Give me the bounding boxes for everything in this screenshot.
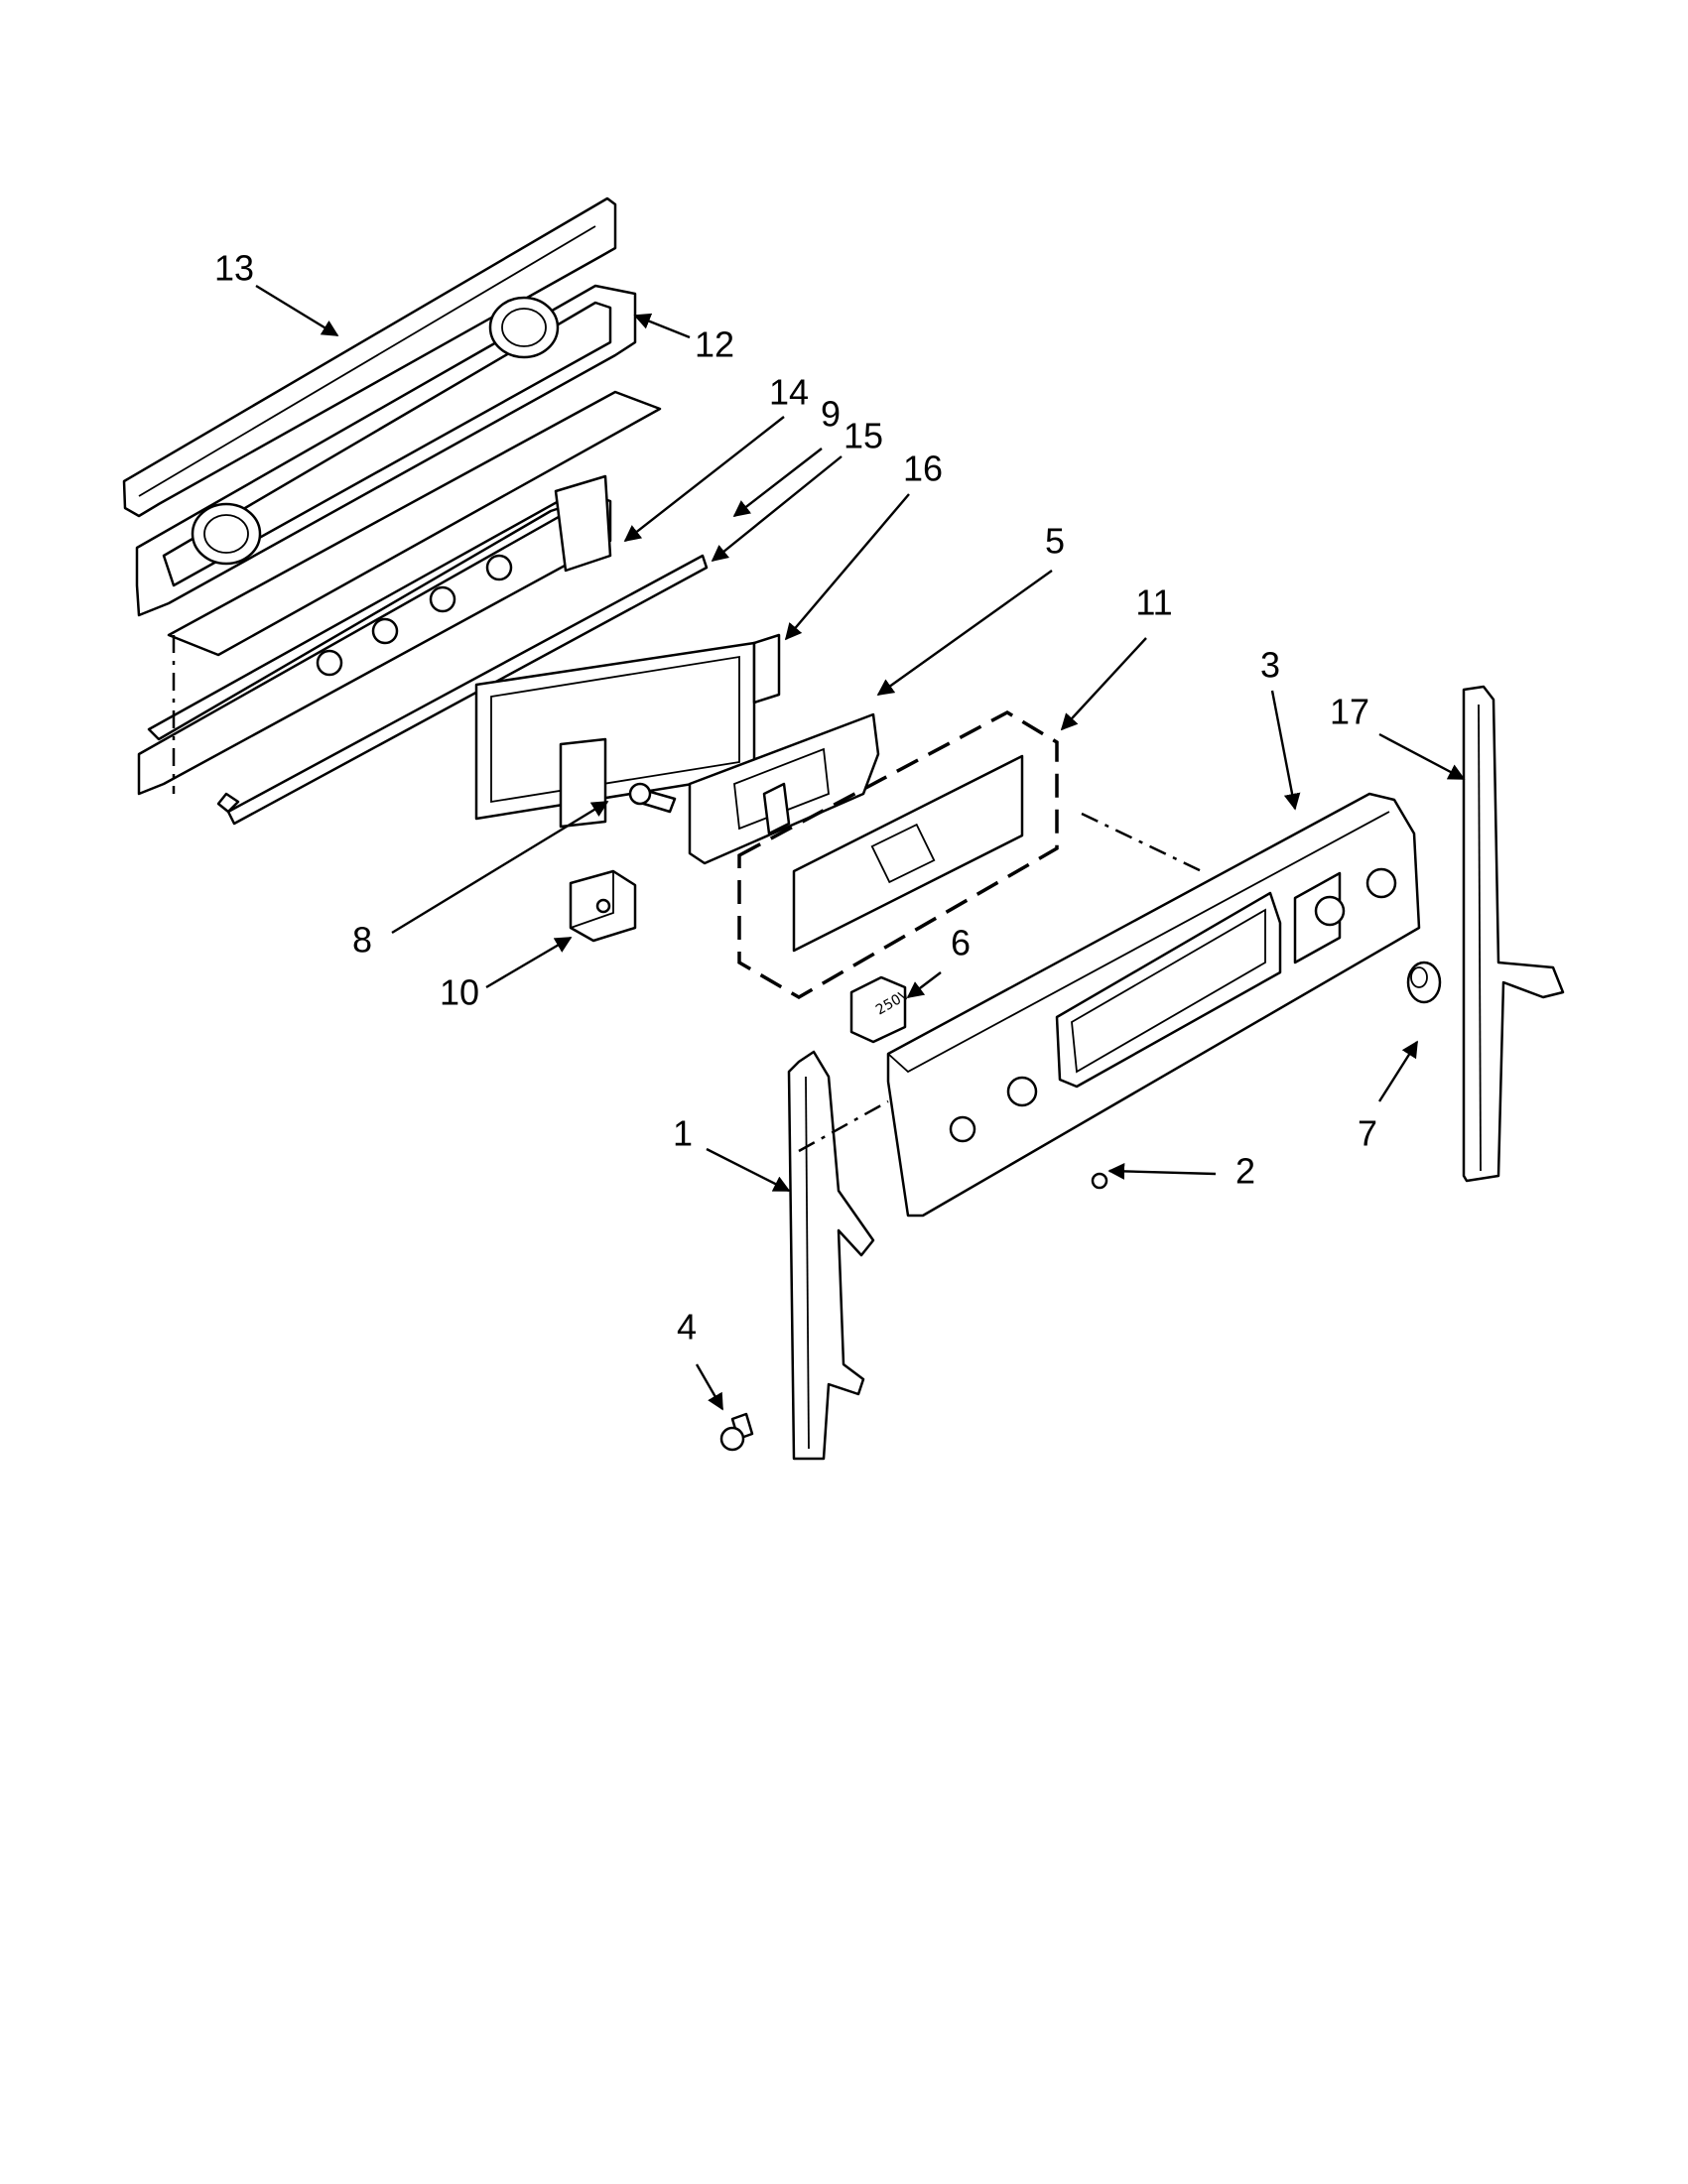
callout-10: 10 — [440, 972, 479, 1013]
leader-1 — [706, 1147, 791, 1193]
part-6-switch: 250V — [849, 975, 913, 1044]
callout-8: 8 — [352, 920, 372, 961]
leader-13 — [255, 284, 339, 337]
leader-lines — [255, 284, 1466, 1411]
alignment-lines — [172, 635, 1207, 1153]
part-15-rail — [216, 554, 709, 826]
callout-labels: 13 12 14 9 15 16 5 11 3 17 8 10 6 7 1 2 … — [214, 248, 1377, 1348]
part-4-screw — [719, 1412, 754, 1452]
callout-7: 7 — [1358, 1113, 1377, 1154]
leader-10 — [485, 936, 573, 989]
callout-5: 5 — [1045, 521, 1065, 562]
part-1-left-endcap — [787, 1050, 875, 1461]
leader-15 — [711, 455, 843, 563]
callout-3: 3 — [1260, 645, 1280, 686]
part-11-overlay-group — [737, 709, 1059, 1000]
callout-1: 1 — [673, 1113, 693, 1154]
part-16-display-frame — [474, 633, 781, 829]
leader-3 — [1270, 690, 1301, 811]
callout-17: 17 — [1330, 692, 1369, 732]
callout-4: 4 — [677, 1307, 697, 1348]
part-10-switch — [569, 869, 637, 943]
leader-11 — [1060, 637, 1147, 731]
part-7-knob — [1406, 961, 1442, 1004]
leader-14 — [623, 416, 785, 543]
part-14-bracket — [137, 474, 612, 796]
leader-9 — [732, 448, 823, 518]
part-2-screw — [1091, 1172, 1108, 1190]
leader-4 — [695, 1363, 724, 1411]
leader-16 — [784, 493, 910, 641]
part-13-gasket — [122, 196, 617, 518]
callout-15: 15 — [844, 416, 883, 456]
leader-5 — [876, 570, 1053, 696]
callout-13: 13 — [214, 248, 254, 289]
callout-14: 14 — [769, 372, 809, 413]
part-5-control-board — [688, 712, 880, 865]
leader-17 — [1378, 732, 1466, 781]
callout-9: 9 — [821, 394, 841, 435]
leader-6 — [906, 971, 942, 999]
part-17-right-endcap — [1462, 685, 1565, 1183]
callout-12: 12 — [695, 324, 734, 365]
leader-2 — [1107, 1163, 1217, 1180]
callout-2: 2 — [1235, 1151, 1255, 1192]
callout-6: 6 — [951, 923, 971, 964]
callout-11: 11 — [1135, 582, 1172, 623]
part-3-control-panel — [886, 792, 1421, 1218]
part-12-back-housing — [135, 284, 662, 657]
part-8-screw — [628, 782, 677, 814]
leader-12 — [633, 313, 691, 339]
leader-8 — [391, 800, 609, 935]
callout-16: 16 — [903, 449, 943, 489]
leader-7 — [1377, 1040, 1419, 1102]
